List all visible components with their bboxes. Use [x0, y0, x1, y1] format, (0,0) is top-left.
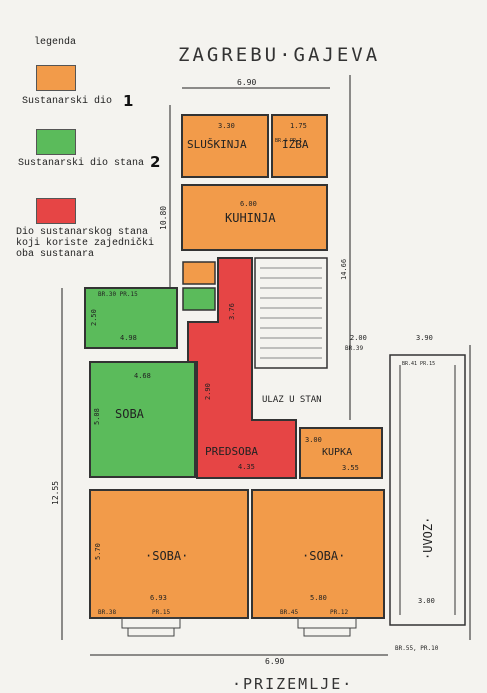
- label-izba: IZBA: [282, 138, 309, 151]
- window-label-br45: BR.45: [280, 609, 298, 616]
- dim-bottom-right-w: 5.80: [310, 594, 327, 602]
- room-hall-shared: [187, 257, 297, 479]
- dim-soba-left-w: 4.68: [134, 372, 151, 380]
- dim-stair-w2: 3.90: [416, 334, 433, 342]
- window-label-top-left: BR.30 PR.15: [98, 291, 138, 298]
- label-soba-left: SOBA: [115, 407, 145, 421]
- dim-bottom-total: 6.90: [265, 657, 284, 666]
- dim-left-height: 10.80: [159, 206, 168, 230]
- legend-number-1: 1: [123, 92, 134, 110]
- window-label-br41: BR.41 PR.15: [402, 361, 435, 367]
- window-label-pr15: PR.15: [152, 609, 170, 616]
- legend-title: legenda: [34, 37, 77, 48]
- room-pantry: [182, 261, 216, 285]
- dim-total-height: 12.55: [51, 481, 60, 505]
- room-small-green: [182, 287, 216, 311]
- dim-sluskinja-w: 3.30: [218, 122, 235, 130]
- dim-right-h: 14.66: [340, 259, 348, 280]
- label-kupka: KUPKA: [322, 447, 352, 458]
- room-soba-left: [89, 361, 196, 478]
- legend-label-3: Dio sustanarskog stana koji koriste zaje…: [16, 227, 155, 260]
- dim-soba-left-h: 5.08: [93, 408, 101, 425]
- window-label-top-right: BR.4 PR.1: [275, 138, 302, 144]
- dim-hall-h: 3.76: [228, 303, 236, 320]
- dim-izba-w: 1.75: [290, 122, 307, 130]
- legend-swatch-red: [36, 198, 76, 224]
- dim-kupka-h: 3.00: [305, 436, 322, 444]
- dim-hall-h2: 2.90: [204, 383, 212, 400]
- label-predsoba: PREDSOBA: [205, 445, 258, 458]
- dim-wc-h: 2.50: [90, 309, 98, 326]
- dim-predsoba-w: 4.35: [238, 463, 255, 471]
- room-sluskinja: [181, 114, 269, 178]
- label-ulaz: ULAZ U STAN: [262, 395, 322, 405]
- stair-treads: [260, 267, 322, 359]
- window-label-br39: BR.39: [345, 345, 363, 352]
- window-label-br38: BR.38: [98, 609, 116, 616]
- room-izba: [271, 114, 328, 178]
- staircase: [254, 257, 328, 369]
- uvoz-area: [389, 354, 466, 626]
- label-kuhinja: KUHINJA: [225, 211, 276, 225]
- dimension-lines: [61, 75, 471, 656]
- dim-stair-w1: 2.00: [350, 334, 367, 342]
- street-title: ZAGREBU·GAJEVA: [178, 44, 381, 66]
- dim-bottom-left-w: 6.93: [150, 594, 167, 602]
- room-wc: [84, 287, 178, 349]
- label-soba-bottom-left: ·SOBA·: [145, 549, 188, 563]
- window-label-pr12: PR.12: [330, 609, 348, 616]
- label-sluskinja: SLUŠKINJA: [187, 138, 247, 151]
- floor-title: ·PRIZEMLJE·: [232, 675, 354, 693]
- dim-kupka-area: 3.55: [342, 464, 359, 472]
- dim-kuhinja-w: 6.00: [240, 200, 257, 208]
- dim-top-width: 6.90: [237, 78, 256, 87]
- dim-wc-w: 4.98: [120, 334, 137, 342]
- legend-label-1: Sustanarski dio: [22, 96, 113, 107]
- dim-uvoz-w: 3.00: [418, 597, 435, 605]
- label-uvoz: ·UVOZ·: [421, 517, 435, 560]
- window-label-br55: BR.55, PR.10: [395, 645, 439, 652]
- legend-number-2: 2: [150, 153, 161, 171]
- legend-swatch-orange: [36, 65, 76, 91]
- legend-swatch-green: [36, 129, 76, 155]
- room-kupka: [299, 427, 383, 479]
- room-kuhinja: [181, 184, 328, 251]
- entry-steps: [121, 617, 357, 637]
- legend-label-2: Sustanarski dio stana: [18, 158, 145, 169]
- label-soba-bottom-right: ·SOBA·: [302, 549, 345, 563]
- dim-bottom-left-h: 5.70: [94, 543, 102, 560]
